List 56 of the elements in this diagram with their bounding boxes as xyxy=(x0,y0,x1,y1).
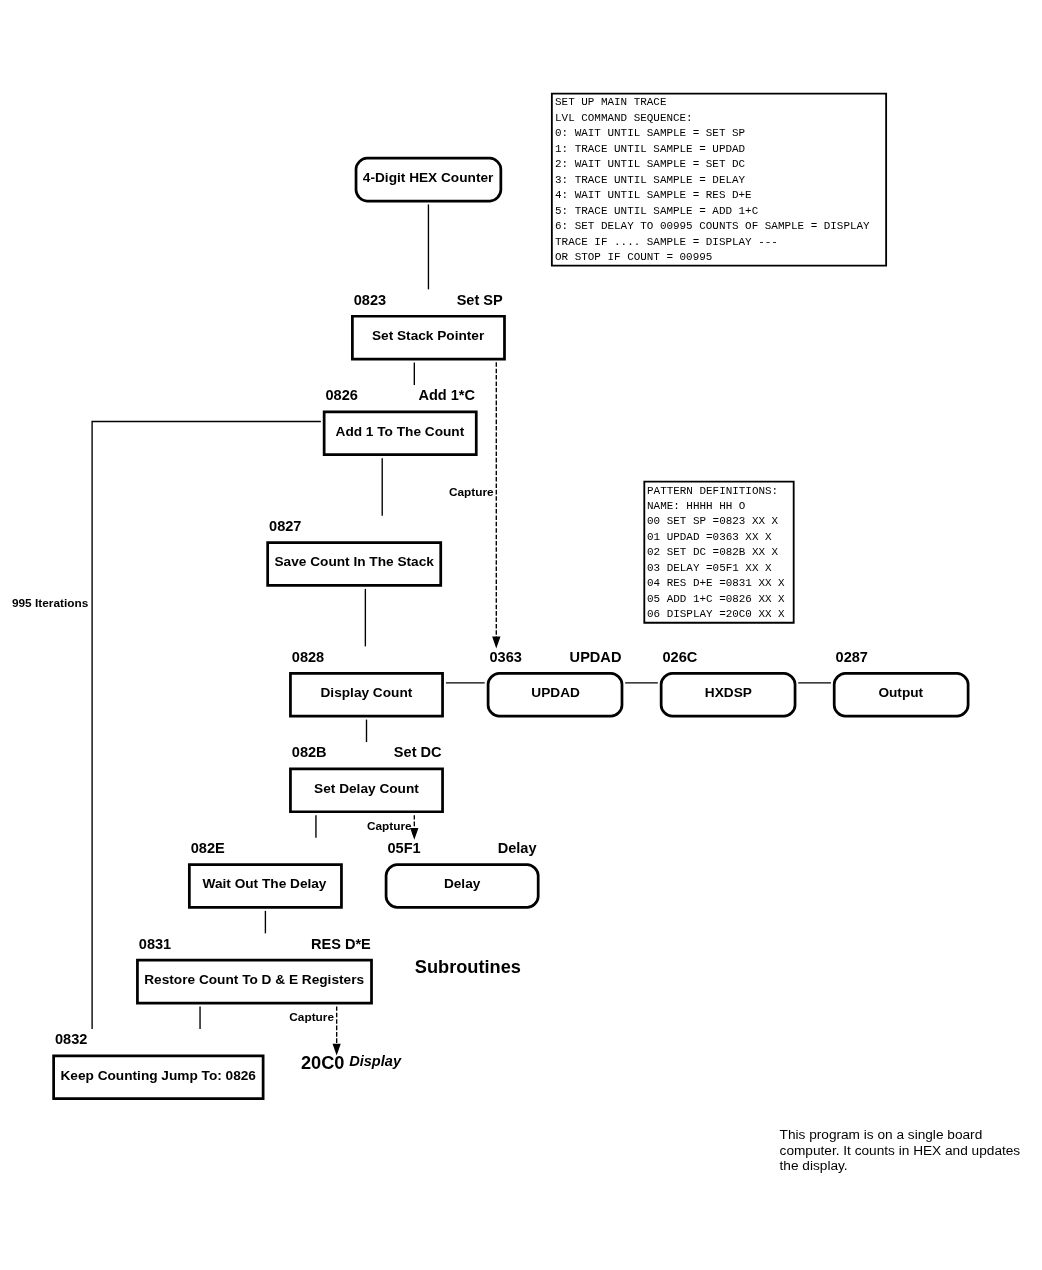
node-label: 0832 xyxy=(54,1030,88,1047)
node-box: Display Count xyxy=(289,671,444,717)
node-box: Save Count In The Stack xyxy=(266,540,443,587)
edge-label: Capture xyxy=(448,484,494,499)
connector xyxy=(381,457,383,516)
node-label: 0826 xyxy=(325,386,358,403)
node-box: SET UP MAIN TRACE LVL COMMAND SEQUENCE: 0: WAIT UNTIL SAMPLE = SET SP 1: TRACE UNTIL SAMPLE = UPDAD 2: WAIT UNTIL SAMPLE = SET DC 3: TRACE UNTIL SAMPLE = DELAY 4: WAIT UNTIL SAMPLE = RES D+E 5: TRACE UNTIL SAMPLE = ADD 1+C 6: SET DELAY TO 00995 COUNTS OF SAMPLE = DISPLAY TRACE IF .... SAMPLE = DISPLAY --- OR STOP IF COUNT = 00995 xyxy=(550,92,888,267)
connector xyxy=(364,587,367,647)
node-label: 026C xyxy=(662,648,698,665)
node-box: Keep Counting Jump To: 0826 xyxy=(52,1054,265,1100)
node-box: Restore Count To D & E Registers xyxy=(136,958,373,1004)
edge-label: Capture xyxy=(366,818,412,833)
connector xyxy=(199,1005,201,1030)
node-label: Delay xyxy=(497,839,537,856)
arrow xyxy=(492,361,501,648)
node-label: Add 1*C xyxy=(418,386,476,403)
node-box: Delay xyxy=(384,862,540,909)
arrow xyxy=(332,1005,341,1055)
node-label: Display xyxy=(349,1052,402,1069)
node-box: PATTERN DEFINITIONS: NAME: HHHH HH O 00 SET SP =0823 XX X 01 UPDAD =0363 XX X 02 SET DC =082B XX X 03 DELAY =05F1 XX X 04 RES D+E =0831 XX X 05 ADD 1+C =0826 XX X 06 DISPLAY =20C0 XX X xyxy=(643,480,795,624)
node-label: 0823 xyxy=(353,291,387,308)
node-label: 05F1 xyxy=(387,839,421,856)
label: This program is on a single board computer. It counts in HEX and updates the display. xyxy=(779,1126,1021,1173)
node-label: Set SP xyxy=(456,291,503,308)
connector xyxy=(264,909,267,934)
node-box: 4-Digit HEX Counter xyxy=(354,156,503,202)
node-label: 0287 xyxy=(835,648,868,665)
node-label: Set DC xyxy=(393,743,442,760)
node-box: UPDAD xyxy=(486,671,624,717)
node-box: HXDSP xyxy=(659,671,797,717)
connector xyxy=(315,814,317,838)
node-box: Set Stack Pointer xyxy=(351,314,506,360)
connector xyxy=(624,681,659,684)
label: Subroutines xyxy=(414,956,521,977)
node-box: Add 1 To The Count xyxy=(322,410,478,456)
node-text: 20C0 xyxy=(300,1052,345,1073)
connector xyxy=(445,681,486,684)
node-label: 082B xyxy=(291,743,327,760)
node-label: RES D*E xyxy=(310,935,371,952)
arrow xyxy=(410,814,419,840)
node-label: 0827 xyxy=(269,517,302,534)
connector xyxy=(797,681,832,684)
node-label: 0828 xyxy=(291,648,325,665)
node-label: 0363 xyxy=(489,648,522,665)
node-label: UPDAD xyxy=(569,648,622,665)
connector xyxy=(427,203,430,290)
edge-label: 995 Iterations xyxy=(11,595,89,610)
node-label: 082E xyxy=(190,839,225,856)
connector xyxy=(365,718,368,743)
connector xyxy=(91,420,322,1030)
edge-label: Capture xyxy=(289,1009,335,1024)
node-label: 0831 xyxy=(138,935,172,952)
node-box: Wait Out The Delay xyxy=(187,862,343,909)
connector xyxy=(413,361,415,386)
node-box: Set Delay Count xyxy=(289,767,444,813)
node-box: Output xyxy=(832,671,970,717)
